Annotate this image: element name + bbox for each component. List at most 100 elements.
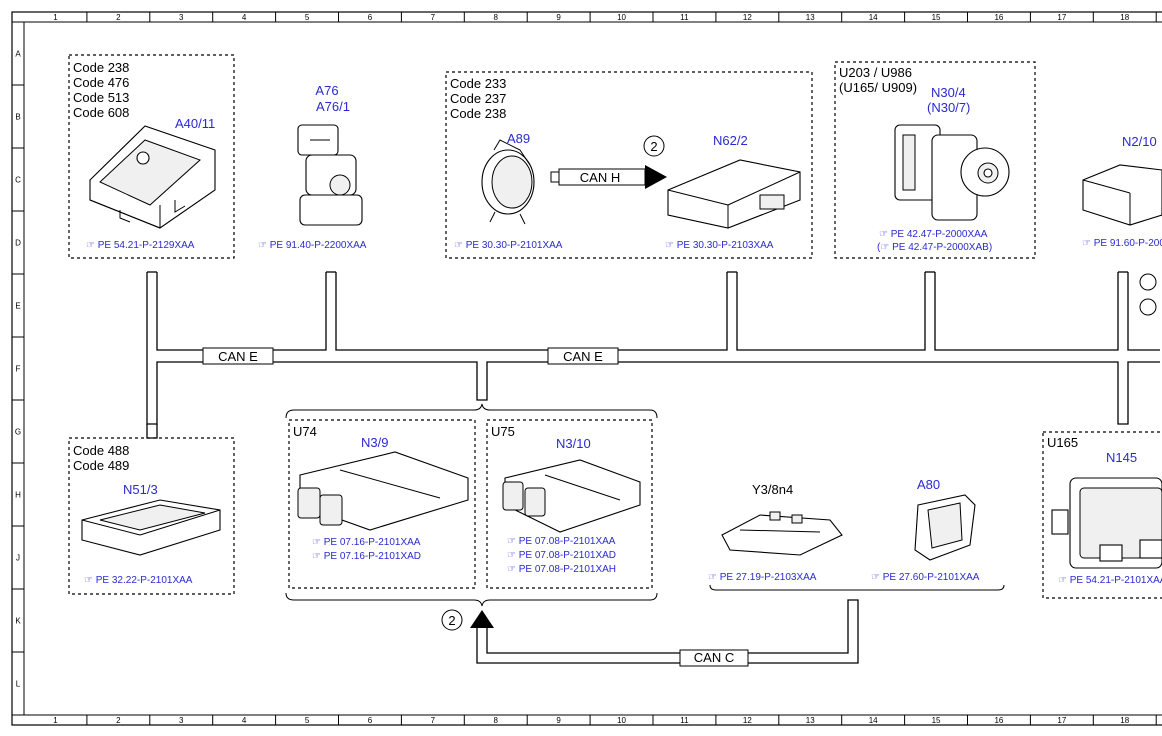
row-label: G: [15, 428, 21, 437]
n3-10-code: U75: [491, 424, 515, 439]
column-label: 13: [806, 716, 815, 725]
row-label: J: [16, 554, 20, 563]
a40-code-1: Code 238: [73, 60, 129, 75]
column-label: 18: [1120, 716, 1129, 725]
n2-name: N2/10: [1122, 134, 1157, 149]
a40-code-2: Code 476: [73, 75, 129, 90]
a40-code-3: Code 513: [73, 90, 129, 105]
column-label: 11: [680, 716, 689, 725]
n30-code-2: (U165/ U909): [839, 80, 917, 95]
center-code-1: Code 233: [450, 76, 506, 91]
diagram-frame: [11, 11, 1162, 726]
column-label: 17: [1057, 13, 1066, 22]
a89-component-drawing: [481, 139, 535, 225]
edge-marker-1: [1139, 273, 1157, 291]
n30-ref-1: ☞ PE 42.47-P-2000XAA: [879, 229, 988, 240]
column-label: 15: [932, 716, 941, 725]
column-label: 8: [494, 716, 499, 725]
can-e-stub-n51: [146, 424, 158, 439]
row-label: L: [16, 680, 21, 689]
n145-name: N145: [1106, 450, 1137, 465]
a40-component-drawing: [89, 125, 216, 229]
column-label: 7: [431, 716, 436, 725]
n3-9-code: U74: [293, 424, 317, 439]
can-h-arrow-icon: [645, 165, 667, 189]
row-label: H: [15, 491, 21, 500]
row-label: B: [15, 113, 20, 122]
n51-code-1: Code 488: [73, 443, 129, 458]
n3-10-ref-2: ☞ PE 07.08-P-2101XAD: [507, 550, 616, 561]
n62-ref-1: ☞ PE 30.30-P-2103XAA: [665, 240, 774, 251]
column-label: 2: [116, 13, 121, 22]
can-e-label-right: CAN E: [563, 349, 603, 364]
n30-code-1: U203 / U986: [839, 65, 912, 80]
column-label: 5: [305, 13, 310, 22]
n30-ref-2: (☞ PE 42.47-P-2000XAB): [877, 242, 992, 253]
column-label: 2: [116, 716, 121, 725]
a80-component-drawing: [914, 494, 976, 561]
column-label: 16: [994, 716, 1003, 725]
n2-component-drawing: [1082, 164, 1162, 226]
n3-9-ref-2: ☞ PE 07.16-P-2101XAD: [312, 551, 421, 562]
n30-name-2: (N30/7): [927, 100, 970, 115]
column-label: 3: [179, 13, 184, 22]
column-label: 12: [743, 716, 752, 725]
n2-ref-1: ☞ PE 91.60-P-2000XAA: [1082, 238, 1162, 249]
a80-name: A80: [917, 477, 940, 492]
row-label: F: [16, 365, 21, 374]
column-label: 4: [242, 13, 247, 22]
column-label: 11: [680, 13, 689, 22]
y3-component-drawing: [721, 511, 843, 556]
row-label: C: [15, 176, 21, 185]
a76-name-1: A76: [315, 83, 338, 98]
row-label: D: [15, 239, 21, 248]
brace-bottom: [285, 592, 658, 607]
column-label: 1: [53, 13, 58, 22]
column-label: 9: [556, 13, 561, 22]
n30-component-drawing: [894, 124, 1010, 221]
can-e-label-left: CAN E: [218, 349, 258, 364]
edge-marker-2: [1139, 298, 1157, 316]
column-label: 15: [932, 13, 941, 22]
n3-9-component-drawing: [297, 451, 469, 531]
n51-component-drawing: [81, 499, 221, 556]
column-label: 13: [806, 13, 815, 22]
a89-name: A89: [507, 131, 530, 146]
center-code-2: Code 237: [450, 91, 506, 106]
n145-code: U165: [1047, 435, 1078, 450]
a40-name: A40/11: [175, 116, 215, 131]
block-n51: [68, 437, 235, 595]
a40-ref-1: ☞ PE 54.21-P-2129XAA: [86, 240, 195, 251]
connector-marker-top: 2: [650, 139, 657, 154]
n3-10-ref-1: ☞ PE 07.08-P-2101XAA: [507, 536, 616, 547]
connector-marker-bottom: 2: [448, 613, 455, 628]
column-label: 3: [179, 716, 184, 725]
n62-name: N62/2: [713, 133, 748, 148]
can-c-label: CAN C: [694, 650, 734, 665]
n51-name: N51/3: [123, 482, 158, 497]
a80-ref-1: ☞ PE 27.60-P-2101XAA: [871, 572, 980, 583]
a40-code-4: Code 608: [73, 105, 129, 120]
n3-10-ref-3: ☞ PE 07.08-P-2101XAH: [507, 564, 616, 575]
column-label: 16: [994, 13, 1003, 22]
column-label: 6: [368, 716, 373, 725]
can-e-bus-upper: [156, 272, 1160, 351]
column-ruler: 1122334455667788991010111112121313141415…: [53, 12, 1157, 725]
column-label: 14: [869, 13, 878, 22]
n51-code-2: Code 489: [73, 458, 129, 473]
column-label: 12: [743, 13, 752, 22]
n51-ref-1: ☞ PE 32.22-P-2101XAA: [84, 575, 193, 586]
column-label: 1: [53, 716, 58, 725]
can-h-label: CAN H: [580, 170, 620, 185]
a76-name-2: A76/1: [316, 99, 350, 114]
can-e-bus-lower: [146, 272, 1160, 425]
a76-component-drawing: [297, 124, 363, 226]
block-n3-10: [486, 419, 653, 589]
n30-name-1: N30/4: [931, 85, 966, 100]
row-label: K: [15, 617, 21, 626]
block-a89-n62: [445, 71, 813, 259]
column-label: 4: [242, 716, 247, 725]
brace-top: [285, 403, 658, 419]
column-label: 17: [1057, 716, 1066, 725]
